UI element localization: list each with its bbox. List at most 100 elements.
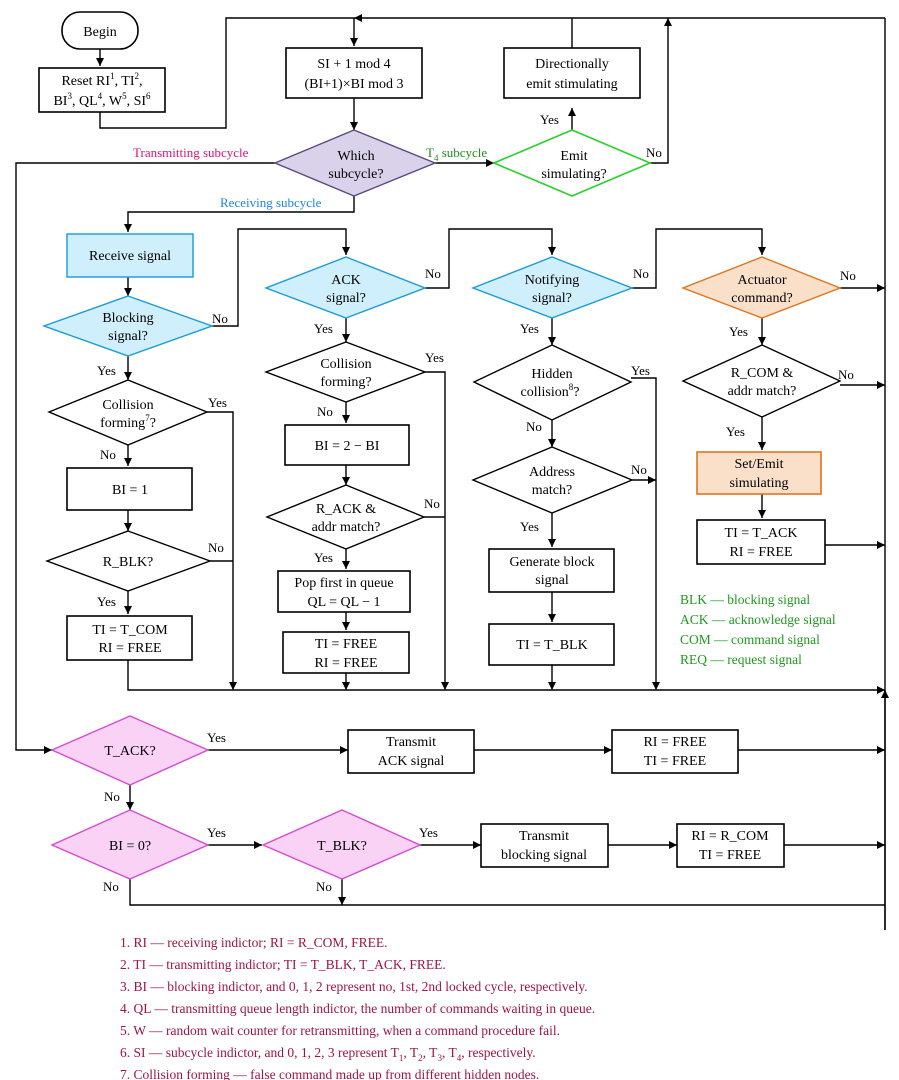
svg-text:RI = FREE: RI = FREE bbox=[643, 735, 706, 750]
no-label: No bbox=[838, 367, 854, 382]
pop-queue-box: Pop first in queue QL = QL − 1 bbox=[277, 570, 411, 613]
svg-text:signal?: signal? bbox=[532, 291, 572, 306]
svg-text:T_BLK?: T_BLK? bbox=[317, 839, 367, 854]
ack-signal-decision: ACK signal? bbox=[264, 256, 427, 319]
svg-text:Pop first in queue: Pop first in queue bbox=[294, 576, 393, 591]
footnote: 6. SI –– subcycle indictor, and 0, 1, 2,… bbox=[120, 1045, 536, 1063]
ti-tack-box: TI = T_ACK RI = FREE bbox=[696, 519, 826, 565]
svg-text:signal: signal bbox=[535, 573, 569, 588]
svg-text:Directionally: Directionally bbox=[535, 57, 609, 72]
svg-text:TI = T_COM: TI = T_COM bbox=[92, 623, 168, 638]
yes-label: Yes bbox=[520, 519, 539, 534]
svg-text:RI = FREE: RI = FREE bbox=[729, 545, 792, 560]
no-label: No bbox=[100, 447, 116, 462]
r-com-decision: R_COM & addr match? bbox=[681, 344, 842, 418]
no-label: No bbox=[208, 540, 224, 555]
no-label: No bbox=[104, 789, 120, 804]
emit-simulating-decision: Emit simulating? bbox=[491, 129, 653, 197]
bi-2-minus-bi-box: BI = 2 − BI bbox=[284, 424, 410, 466]
ri-rcom-box: RI = R_COM TI = FREE bbox=[676, 823, 785, 868]
legend-item: BLK — blocking signal bbox=[680, 592, 810, 607]
no-label: No bbox=[425, 266, 441, 281]
svg-text:Set/Emit: Set/Emit bbox=[735, 457, 784, 472]
which-subcycle-decision: Which subcycle? bbox=[273, 129, 437, 197]
connectors bbox=[15, 14, 889, 930]
svg-text:R_COM &: R_COM & bbox=[731, 366, 794, 381]
transmitting-subcycle-label: Transmitting subcycle bbox=[133, 145, 249, 160]
svg-text:blocking signal: blocking signal bbox=[501, 848, 587, 863]
actuator-command-decision: Actuator command? bbox=[681, 256, 842, 319]
svg-text:R_ACK &: R_ACK & bbox=[316, 502, 376, 517]
yes-label: Yes bbox=[314, 550, 333, 565]
notifying-signal-decision: Notifying signal? bbox=[471, 256, 634, 319]
bi-1-box: BI = 1 bbox=[66, 467, 193, 511]
svg-text:T_ACK?: T_ACK? bbox=[104, 744, 155, 759]
svg-text:Address: Address bbox=[529, 465, 575, 480]
r-blk-decision: R_BLK? bbox=[44, 530, 213, 592]
svg-text:signal?: signal? bbox=[326, 291, 366, 306]
svg-text:BI = 1: BI = 1 bbox=[112, 483, 148, 498]
svg-text:RI = R_COM: RI = R_COM bbox=[691, 829, 769, 844]
svg-text:addr match?: addr match? bbox=[728, 384, 797, 399]
yes-label: Yes bbox=[631, 363, 650, 378]
ti-tblk-box: TI = T_BLK bbox=[488, 623, 615, 666]
no-label: No bbox=[424, 496, 440, 511]
yes-label: Yes bbox=[97, 363, 116, 378]
svg-text:TI = FREE: TI = FREE bbox=[644, 754, 706, 769]
svg-text:Collision: Collision bbox=[320, 357, 371, 372]
begin-terminal: Begin bbox=[61, 11, 139, 50]
svg-text:signal?: signal? bbox=[108, 329, 148, 344]
svg-text:Collision: Collision bbox=[102, 398, 153, 413]
svg-text:Blocking: Blocking bbox=[102, 311, 153, 326]
reset-box: Reset RI1, TI2, BI3, QL4, W5, SI6 bbox=[38, 67, 166, 113]
no-label: No bbox=[631, 462, 647, 477]
svg-text:TI = FREE: TI = FREE bbox=[315, 637, 377, 652]
svg-text:Begin: Begin bbox=[83, 25, 116, 40]
svg-text:(BI+1)×BI mod 3: (BI+1)×BI mod 3 bbox=[304, 77, 403, 92]
yes-label: Yes bbox=[520, 321, 539, 336]
t4-subcycle-label: T4 subcycle bbox=[426, 145, 487, 163]
no-label: No bbox=[646, 145, 662, 160]
abbreviation-legend: BLK — blocking signal ACK — acknowledge … bbox=[680, 592, 836, 667]
transmit-blocking-box: Transmit blocking signal bbox=[480, 823, 609, 868]
footnote: 1. RI — receiving indictor; RI = R_COM, … bbox=[120, 935, 387, 950]
svg-text:BI = 2 − BI: BI = 2 − BI bbox=[315, 439, 380, 454]
yes-label: Yes bbox=[207, 825, 226, 840]
receive-signal-box: Receive signal bbox=[66, 233, 194, 278]
svg-text:command?: command? bbox=[731, 291, 792, 306]
svg-text:Generate block: Generate block bbox=[509, 555, 594, 570]
yes-label: Yes bbox=[97, 594, 116, 609]
svg-text:TI = T_ACK: TI = T_ACK bbox=[725, 526, 798, 541]
yes-label: Yes bbox=[419, 825, 438, 840]
svg-text:forming?: forming? bbox=[320, 375, 371, 390]
svg-text:match?: match? bbox=[532, 483, 572, 498]
edge-labels: Transmitting subcycle Receiving subcycle… bbox=[97, 112, 856, 894]
address-match-decision: Address match? bbox=[471, 446, 634, 514]
no-label: No bbox=[212, 311, 228, 326]
footnote: 5. W — random wait counter for retransmi… bbox=[120, 1023, 560, 1038]
yes-label: Yes bbox=[729, 324, 748, 339]
bi-0-decision: BI = 0? bbox=[50, 809, 210, 880]
footnotes: 1. RI — receiving indictor; RI = R_COM, … bbox=[120, 935, 595, 1080]
collision-forming-decision-1: Collision forming7? bbox=[47, 379, 209, 446]
svg-text:Emit: Emit bbox=[560, 149, 587, 164]
yes-label: Yes bbox=[726, 424, 745, 439]
svg-text:simulating: simulating bbox=[729, 476, 788, 491]
svg-text:forming7?: forming7? bbox=[100, 413, 156, 431]
yes-label: Yes bbox=[314, 321, 333, 336]
yes-label: Yes bbox=[425, 350, 444, 365]
svg-text:subcycle?: subcycle? bbox=[328, 167, 383, 182]
footnote: 7. Collision forming — false command mad… bbox=[120, 1067, 539, 1080]
svg-text:emit stimulating: emit stimulating bbox=[526, 77, 617, 92]
ri-free-box: RI = FREE TI = FREE bbox=[611, 729, 739, 774]
yes-label: Yes bbox=[207, 730, 226, 745]
legend-item: ACK — acknowledge signal bbox=[680, 612, 836, 627]
svg-text:TI = FREE: TI = FREE bbox=[699, 848, 761, 863]
svg-text:addr match?: addr match? bbox=[312, 520, 381, 535]
footnote: 3. BI — blocking indictor, and 0, 1, 2 r… bbox=[120, 979, 588, 994]
svg-text:Receive signal: Receive signal bbox=[89, 249, 171, 264]
ti-tcom-box: TI = T_COM RI = FREE bbox=[66, 615, 193, 661]
svg-text:simulating?: simulating? bbox=[541, 167, 606, 182]
yes-label: Yes bbox=[540, 112, 559, 127]
svg-text:ACK: ACK bbox=[331, 273, 361, 288]
